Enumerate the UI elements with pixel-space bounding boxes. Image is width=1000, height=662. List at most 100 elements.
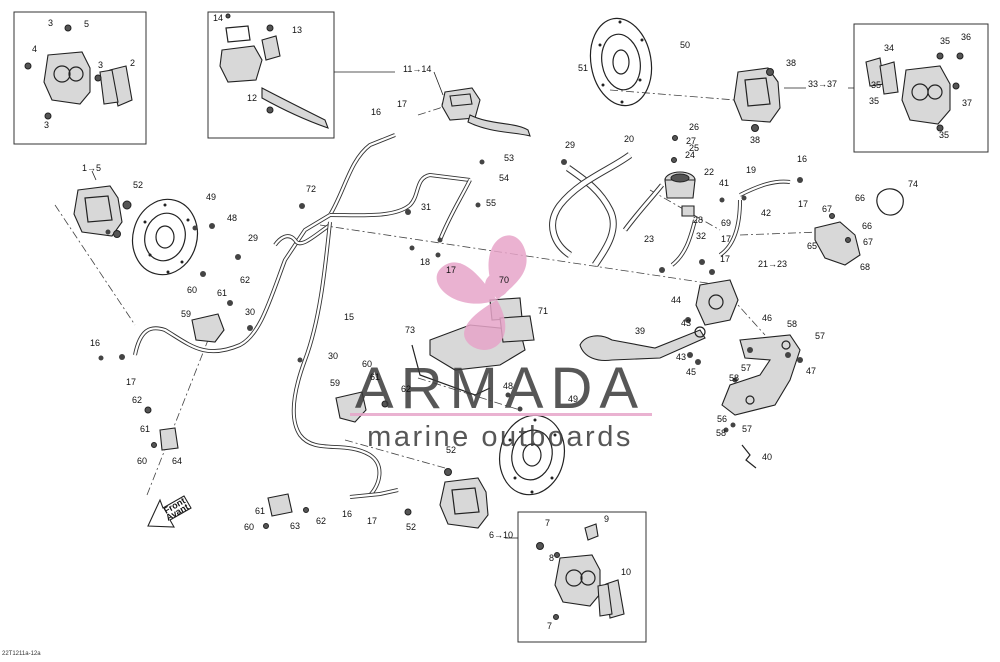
part-callout: 61: [140, 424, 150, 434]
part-callout: 60: [187, 285, 197, 295]
part-callout: 23: [644, 234, 654, 244]
part-callout: 43: [681, 318, 691, 328]
part-callout: 59: [181, 309, 191, 319]
drawing-code: 22T1211a-12a: [2, 651, 41, 657]
part-callout: 16: [797, 154, 807, 164]
rear-master-cylinder: [695, 279, 739, 326]
part-callout: 73: [405, 325, 415, 335]
part-callout: 9: [604, 514, 609, 524]
part-callout: 47: [806, 366, 816, 376]
watermark-brand: ARMADA: [355, 356, 645, 421]
part-callout: 52: [446, 445, 456, 455]
brake-fluid-reservoir: [664, 135, 696, 217]
part-callout: 46: [762, 313, 772, 323]
part-callout: 43: [676, 352, 686, 362]
part-callout: 51: [578, 63, 588, 73]
part-callout: 35: [871, 80, 881, 90]
part-callout: 6→10: [489, 530, 513, 540]
part-callout: 39: [635, 326, 645, 336]
part-callout: 24: [685, 150, 695, 160]
part-callout: 48: [227, 213, 237, 223]
part-callout: 28: [693, 215, 703, 225]
part-callout: 21→23: [758, 259, 787, 269]
part-callout: 20: [624, 134, 634, 144]
part-callout: 40: [762, 452, 772, 462]
part-callout: 69: [721, 218, 731, 228]
part-callout: 38: [750, 135, 760, 145]
part-callout: 50: [680, 40, 690, 50]
part-callout: 27: [686, 136, 696, 146]
part-callout: 16: [371, 107, 381, 117]
inset-front-left-caliper-parts: [24, 24, 133, 120]
part-callout: 16: [342, 509, 352, 519]
part-callout: 62: [316, 516, 326, 526]
part-callout: 52: [406, 522, 416, 532]
part-callout: 37: [962, 98, 972, 108]
part-callout: 29: [565, 140, 575, 150]
watermark-tagline: marine outboards: [367, 421, 633, 453]
gasket-74: [876, 188, 904, 216]
part-callout: 5: [84, 19, 89, 29]
part-callout: 32: [696, 231, 706, 241]
part-callout: 35: [939, 130, 949, 140]
small-fasteners: [98, 159, 803, 433]
rear-brake-disc: [589, 17, 653, 107]
part-callout: 8: [549, 553, 554, 563]
part-callout: 17: [798, 199, 808, 209]
part-callout: 55: [486, 198, 496, 208]
assembly-dash-lines: [54, 89, 821, 496]
part-callout: 18: [420, 257, 430, 267]
part-callout: 25: [689, 143, 699, 153]
inset-leaders: [91, 71, 854, 539]
part-callout: 36: [961, 32, 971, 42]
part-callout: 35: [869, 96, 879, 106]
part-callout: 35: [940, 36, 950, 46]
part-callout: 41: [719, 178, 729, 188]
brake-hoses: [133, 133, 791, 499]
part-callout: 30: [245, 307, 255, 317]
part-callout: 3: [48, 18, 53, 28]
part-callout: 72: [306, 184, 316, 194]
part-callout: 15: [344, 312, 354, 322]
part-callout: 17: [446, 265, 456, 275]
front-arrow-icon: Front Avant: [147, 495, 192, 528]
part-callout: 7: [545, 518, 550, 528]
part-callout: 29: [248, 233, 258, 243]
part-callout: 62: [132, 395, 142, 405]
watermark-underline: [350, 413, 652, 416]
rear-bracket-65: [814, 213, 861, 266]
part-callout: 62: [401, 384, 411, 394]
part-callout: 66: [855, 193, 865, 203]
part-callout: 17: [720, 254, 730, 264]
part-callout: 22: [704, 167, 714, 177]
part-callout: 60: [244, 522, 254, 532]
part-callout: 56: [717, 414, 727, 424]
part-callout: 61: [370, 372, 380, 382]
part-callout: 30: [328, 351, 338, 361]
part-callout: 71: [538, 306, 548, 316]
part-callout: 10: [621, 567, 631, 577]
part-callout: 3: [44, 120, 49, 130]
part-callout: 17: [721, 234, 731, 244]
part-callout: 61: [255, 506, 265, 516]
part-callout: 19: [746, 165, 756, 175]
part-callout: 14: [213, 13, 223, 23]
part-callout: 54: [499, 173, 509, 183]
part-callout: 31: [421, 202, 431, 212]
part-callout: 67: [822, 204, 832, 214]
part-callout: 60: [362, 359, 372, 369]
part-callout: 26: [689, 122, 699, 132]
part-callout: 12: [247, 93, 257, 103]
part-callout: 11→14: [403, 64, 431, 74]
reservoir-hoses: [549, 152, 664, 267]
part-callout: 49: [568, 394, 578, 404]
part-callout: 3: [98, 60, 103, 70]
handlebar-master-cylinder: [441, 87, 531, 137]
part-callout: 52: [133, 180, 143, 190]
rear-caliper: [733, 67, 781, 132]
part-callout: 48: [503, 381, 513, 391]
part-callout: 42: [761, 208, 771, 218]
part-callout: 17: [397, 99, 407, 109]
